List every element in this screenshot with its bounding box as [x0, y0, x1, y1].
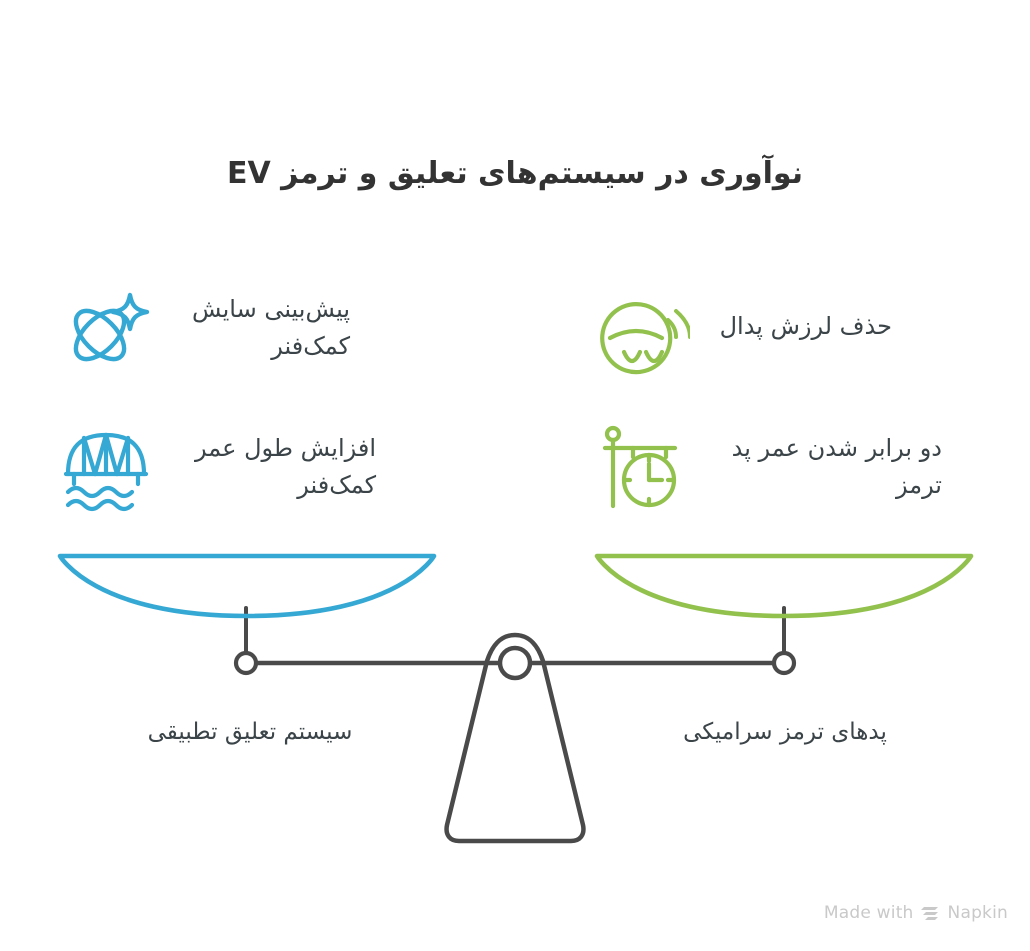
page-title: نوآوری در سیستم‌های تعلیق و ترمز EV — [227, 156, 803, 191]
napkin-watermark: Made with Napkin — [824, 903, 1008, 923]
feature-label: دو برابر شدن عمر پد ترمز — [731, 434, 942, 499]
feature-label: پیش‌بینی سایش کمک‌فنر — [191, 295, 350, 360]
fulcrum-pivot — [497, 645, 533, 681]
balance-scale-graphic — [57, 553, 974, 844]
left-pan-caption: سیستم تعلیق تطبیقی — [147, 719, 353, 745]
napkin-logo-icon — [920, 905, 941, 922]
right-pan — [594, 553, 974, 619]
watermark-prefix: Made with — [823, 903, 914, 923]
feature-item-right-2: دو برابر شدن عمر پد ترمز — [596, 424, 956, 514]
fulcrum — [444, 632, 586, 844]
watermark-brand: Napkin — [947, 903, 1008, 923]
hanging-clock-sign-icon — [596, 424, 692, 514]
left-pan — [57, 553, 437, 619]
feature-label: افزایش طول عمر کمک‌فنر — [195, 434, 376, 499]
feature-item-right-1: حذف لرزش پدال — [596, 296, 906, 386]
steering-wheel-signal-icon — [596, 296, 692, 386]
right-pan-joint — [771, 650, 797, 676]
feature-item-left-2: افزایش طول عمر کمک‌فنر — [58, 424, 390, 514]
left-pan-joint — [233, 650, 259, 676]
feature-label: حذف لرزش پدال — [719, 312, 892, 340]
right-pan-caption: پدهای ترمز سرامیکی — [683, 719, 887, 745]
atom-sparkle-icon — [58, 285, 154, 375]
feature-item-left-1: پیش‌بینی سایش کمک‌فنر — [58, 285, 364, 375]
bridge-over-water-icon — [58, 424, 154, 514]
